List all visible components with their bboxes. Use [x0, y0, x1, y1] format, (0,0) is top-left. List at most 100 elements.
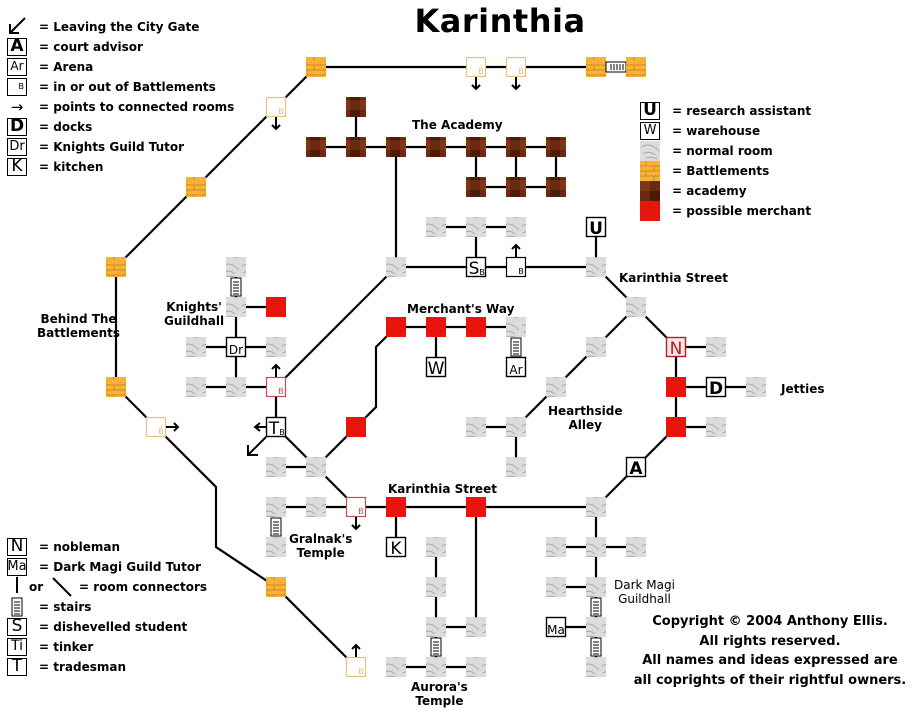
- room-normal[interactable]: [506, 417, 526, 437]
- room-normal[interactable]: [586, 337, 606, 357]
- room-normal[interactable]: [546, 577, 566, 597]
- room-normal[interactable]: [466, 657, 486, 677]
- room-normal[interactable]: [426, 577, 446, 597]
- room-npc[interactable]: D: [705, 376, 727, 400]
- room-merchant[interactable]: [666, 417, 686, 437]
- room-normal[interactable]: [506, 457, 526, 477]
- room-normal[interactable]: [466, 217, 486, 237]
- stairs-icon[interactable]: [605, 61, 627, 73]
- room-normal[interactable]: [186, 377, 206, 397]
- room-bdoor-red[interactable]: B: [265, 363, 287, 398]
- stairs-icon[interactable]: [430, 637, 442, 657]
- room-normal[interactable]: [586, 257, 606, 277]
- room-normal[interactable]: [306, 497, 326, 517]
- room-npc-red[interactable]: N: [665, 336, 687, 360]
- room-bdoor[interactable]: B: [345, 643, 367, 678]
- room-normal[interactable]: [506, 317, 526, 337]
- room-bdoor[interactable]: B: [265, 96, 287, 131]
- room-merchant[interactable]: [266, 297, 286, 317]
- map-title: Karinthia: [414, 2, 586, 40]
- room-normal[interactable]: [266, 537, 286, 557]
- room-normal[interactable]: [226, 297, 246, 317]
- room-normal[interactable]: [426, 657, 446, 677]
- room-normal[interactable]: [586, 617, 606, 637]
- room-academy[interactable]: [466, 177, 486, 197]
- room-normal[interactable]: [466, 417, 486, 437]
- room-normal[interactable]: [506, 217, 526, 237]
- room-battlement[interactable]: [306, 57, 326, 77]
- room-battlement[interactable]: [626, 57, 646, 77]
- room-normal[interactable]: [386, 657, 406, 677]
- room-academy[interactable]: [306, 137, 326, 157]
- room-merchant[interactable]: [346, 417, 366, 437]
- room-bdoor-red[interactable]: B: [345, 496, 367, 531]
- room-merchant[interactable]: [386, 497, 406, 517]
- room-academy[interactable]: [386, 137, 406, 157]
- stairs-icon[interactable]: [590, 637, 602, 657]
- stairs-icon[interactable]: [590, 597, 602, 617]
- room-normal[interactable]: [226, 257, 246, 277]
- room-normal[interactable]: [386, 257, 406, 277]
- room-normal[interactable]: [706, 337, 726, 357]
- arrow-down-icon: [271, 117, 281, 131]
- room-battlement[interactable]: [266, 577, 286, 597]
- battlements-door-icon: B: [518, 267, 524, 276]
- room-academy[interactable]: [506, 177, 526, 197]
- room-battlement[interactable]: [586, 57, 606, 77]
- room-academy[interactable]: [346, 97, 366, 117]
- room-normal[interactable]: [586, 657, 606, 677]
- room-normal[interactable]: [626, 297, 646, 317]
- room-battlement[interactable]: [106, 377, 126, 397]
- room-merchant[interactable]: [466, 317, 486, 337]
- stairs-icon[interactable]: [270, 517, 282, 537]
- knights-guild-tutor-icon: Dr: [7, 138, 27, 156]
- room-academy[interactable]: [506, 137, 526, 157]
- room-normal[interactable]: [546, 377, 566, 397]
- room-academy[interactable]: [546, 177, 566, 197]
- stairs-icon[interactable]: [510, 337, 522, 357]
- room-bdoor-plain[interactable]: B: [505, 243, 527, 278]
- room-normal[interactable]: [746, 377, 766, 397]
- room-normal[interactable]: [706, 417, 726, 437]
- room-normal[interactable]: [586, 537, 606, 557]
- npc-glyph: A: [629, 459, 643, 479]
- room-merchant[interactable]: [666, 377, 686, 397]
- room-bdoor[interactable]: B: [505, 56, 527, 91]
- room-normal[interactable]: [266, 497, 286, 517]
- room-npc[interactable]: A: [625, 456, 647, 480]
- room-npc[interactable]: Ma: [545, 616, 567, 638]
- room-normal[interactable]: [426, 217, 446, 237]
- battlements-door-icon: B: [358, 507, 364, 516]
- room-bdoor[interactable]: B: [145, 416, 180, 438]
- room-normal[interactable]: [266, 457, 286, 477]
- room-academy[interactable]: [466, 137, 486, 157]
- room-merchant[interactable]: [386, 317, 406, 337]
- room-npc[interactable]: Dr: [225, 336, 247, 358]
- room-npc[interactable]: Ar: [505, 356, 527, 378]
- room-academy[interactable]: [426, 137, 446, 157]
- room-bdoor[interactable]: B: [465, 56, 487, 91]
- room-normal[interactable]: [586, 577, 606, 597]
- room-academy[interactable]: [346, 137, 366, 157]
- stairs-icon[interactable]: [230, 277, 242, 297]
- room-normal[interactable]: [426, 537, 446, 557]
- room-normal[interactable]: [586, 497, 606, 517]
- room-npc[interactable]: U: [585, 216, 607, 240]
- room-merchant[interactable]: [426, 317, 446, 337]
- room-normal[interactable]: [306, 457, 326, 477]
- room-battlement[interactable]: [106, 257, 126, 277]
- room-normal[interactable]: [226, 377, 246, 397]
- room-npc[interactable]: W: [425, 356, 447, 380]
- room-normal[interactable]: [266, 337, 286, 357]
- room-npc[interactable]: K: [385, 536, 407, 560]
- room-normal[interactable]: [426, 617, 446, 637]
- room-battlement[interactable]: [186, 177, 206, 197]
- room-academy[interactable]: [546, 137, 566, 157]
- room-normal[interactable]: [626, 537, 646, 557]
- room-normal[interactable]: [466, 617, 486, 637]
- room-normal[interactable]: [186, 337, 206, 357]
- room-merchant[interactable]: [466, 497, 486, 517]
- room-normal[interactable]: [546, 537, 566, 557]
